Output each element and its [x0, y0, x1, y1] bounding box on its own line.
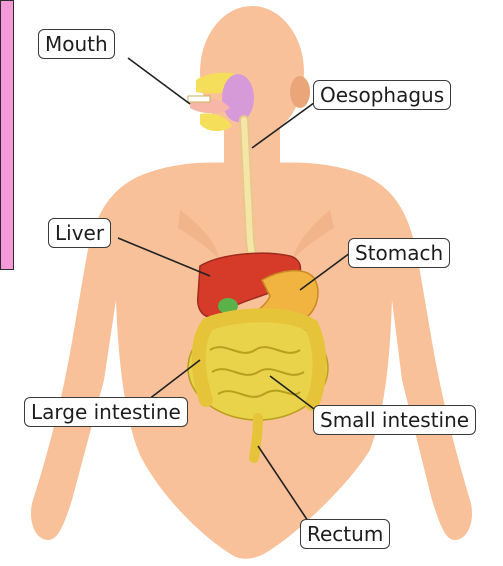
label-mouth: Mouth [38, 29, 115, 59]
label-small-intestine: Small intestine [313, 405, 476, 435]
label-large-intestine: Large intestine [24, 397, 188, 427]
label-stomach: Stomach [348, 238, 450, 268]
label-rectum: Rectum [300, 519, 390, 549]
leader-mouth [128, 58, 190, 104]
teeth [188, 96, 210, 102]
rectum-organ [254, 418, 258, 458]
label-oesophagus: Oesophagus [313, 80, 451, 110]
ear [290, 76, 310, 108]
salivary-gland [222, 74, 254, 122]
neck [224, 120, 280, 170]
label-liver: Liver [48, 218, 111, 248]
